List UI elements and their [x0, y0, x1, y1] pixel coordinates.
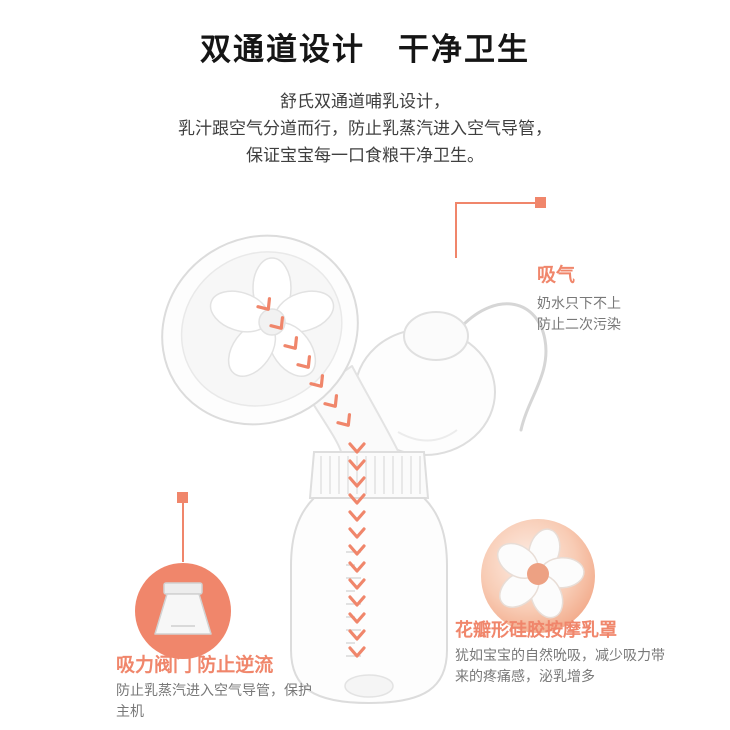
- breast-shield-icon: [161, 234, 359, 426]
- inhale-callout-desc: 奶水只下不上 防止二次污染: [537, 293, 621, 335]
- intro-line: 保证宝宝每一口食粮干净卫生。: [246, 146, 484, 165]
- air-tube-icon: [460, 302, 548, 432]
- petal-pad-icon: [481, 519, 595, 633]
- inhale-desc-line: 防止二次污染: [537, 316, 621, 332]
- valve-callout-label: 吸力阀门 防止逆流: [116, 655, 274, 676]
- valve-callout-line: [177, 492, 188, 562]
- valve-callout-desc: 防止乳蒸汽进入空气导管，保护主机: [116, 682, 312, 719]
- pump-body-icon: [354, 311, 496, 456]
- petal-callout-label: 花瓣形硅胶按摩乳罩: [455, 620, 617, 640]
- inhale-callout-line: [455, 197, 546, 258]
- bottle-icon: [290, 497, 448, 705]
- inhale-callout-label: 吸气: [537, 265, 576, 286]
- intro-line: 舒氏双通道哺乳设计，: [280, 92, 450, 111]
- bottle-cap-icon: [308, 451, 430, 499]
- intro-line: 乳汁跟空气分道而行，防止乳蒸汽进入空气导管，: [178, 119, 552, 138]
- valve-icon: [135, 563, 231, 659]
- inhale-desc-line: 奶水只下不上: [537, 295, 621, 311]
- intro-paragraph: 舒氏双通道哺乳设计， 乳汁跟空气分道而行，防止乳蒸汽进入空气导管， 保证宝宝每一…: [0, 88, 730, 169]
- page-title: 双通道设计 干净卫生: [200, 32, 530, 67]
- petal-callout-desc: 犹如宝宝的自然吮吸，减少吸力带来的疼痛感，泌乳增多: [455, 647, 665, 684]
